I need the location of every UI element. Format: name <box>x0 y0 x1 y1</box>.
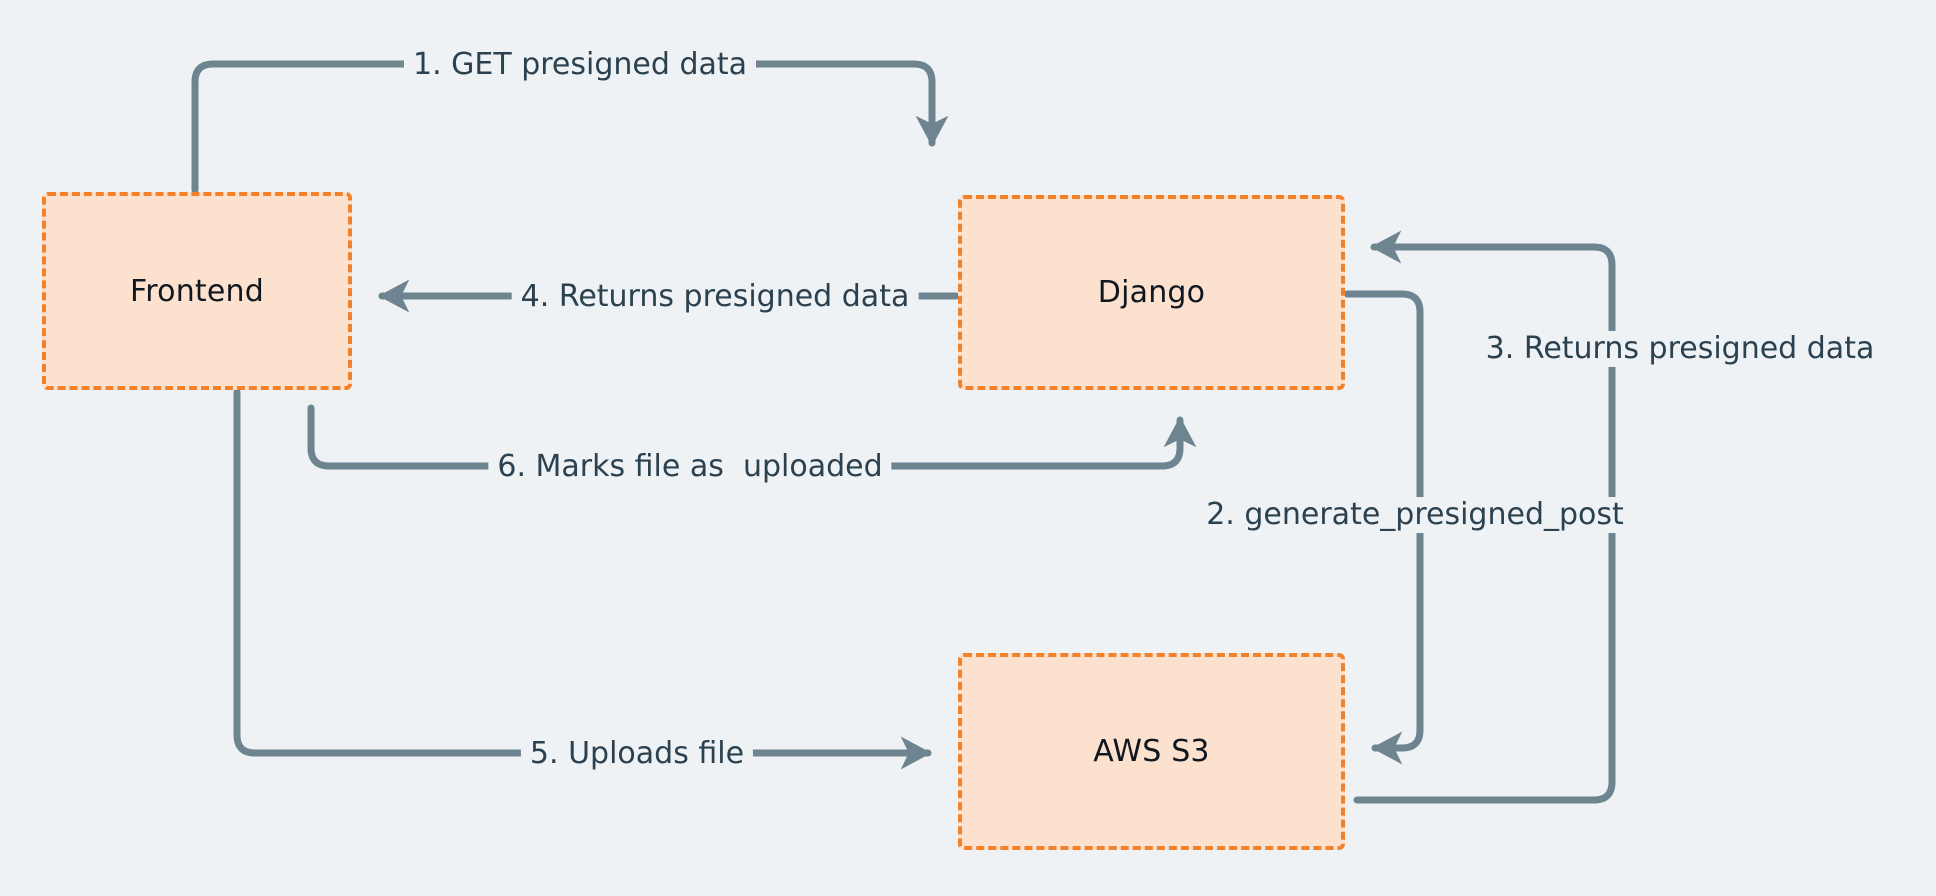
edge-path-5 <box>233 388 932 770</box>
edge-label-4: 4. Returns presigned data <box>511 279 919 315</box>
edge-label-1: 1. GET presigned data <box>403 47 757 83</box>
edge-label-6: 6. Marks file as uploaded <box>488 449 892 485</box>
node-django-label: Django <box>1097 275 1206 310</box>
node-aws-s3[interactable]: AWS S3 <box>958 653 1345 850</box>
edge-label-3: 3. Returns presigned data <box>1476 331 1884 367</box>
node-frontend-label: Frontend <box>130 273 264 309</box>
node-aws-s3-label: AWS S3 <box>1093 734 1210 769</box>
node-django[interactable]: Django <box>958 195 1345 390</box>
edge-label-5: 5. Uploads file <box>520 736 754 772</box>
node-frontend[interactable]: Frontend <box>42 192 352 390</box>
edge-label-2: 2. generate_presigned_post <box>1197 497 1633 533</box>
